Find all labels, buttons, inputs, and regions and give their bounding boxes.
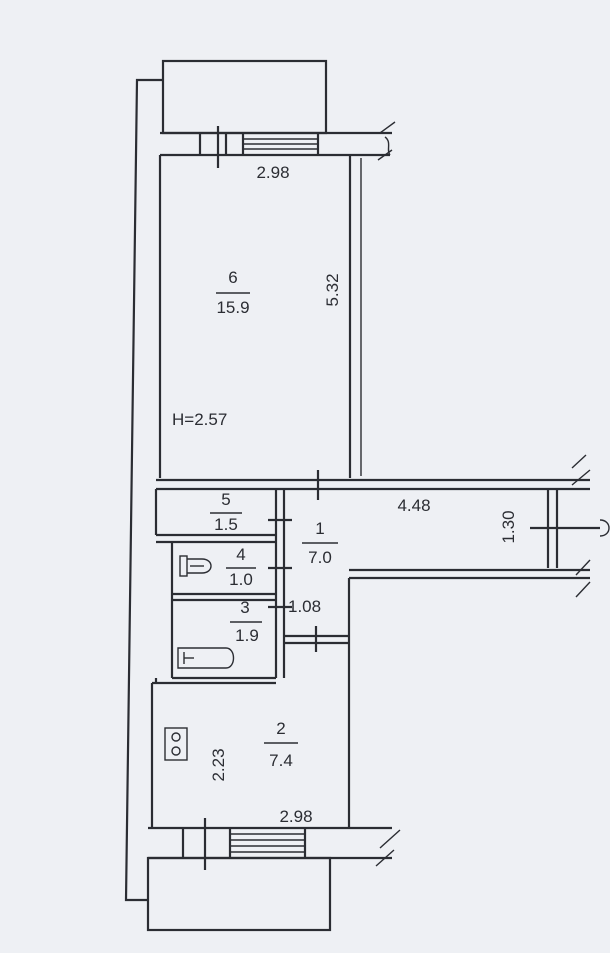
corridor-width: 1.30 [499,510,518,543]
room-4-area: 1.0 [229,570,253,589]
room-2-number: 2 [276,719,285,738]
room-6-area: 15.9 [216,298,249,317]
bathtub-icon [177,647,235,669]
bath-width: 1.08 [288,597,321,616]
room-2-area: 7.4 [269,751,293,770]
room-4-number: 4 [236,545,245,564]
room-5-number: 5 [221,490,230,509]
top-balcony [161,59,328,135]
room-6-length: 5.32 [323,273,342,306]
room-1-area: 7.0 [308,548,332,567]
room-1-number: 1 [315,519,324,538]
kitchen-width: 2.98 [279,807,312,826]
outer-wall-left [124,78,163,902]
ceiling-height: H=2.57 [172,410,227,429]
partition-wall-top [156,454,591,500]
toilet-icon [179,555,212,577]
room-3-area: 1.9 [235,626,259,645]
kitchen-length: 2.23 [209,748,228,781]
top-window [160,121,396,168]
corridor-right [349,489,610,598]
stove-icon [164,727,188,761]
corridor-length: 4.48 [397,496,430,515]
room-3-number: 3 [240,598,249,617]
room-6-number: 6 [228,268,237,287]
room-6-width: 2.98 [256,163,289,182]
bottom-balcony [146,856,332,932]
wet-rooms-outline [154,489,349,680]
room-5-area: 1.5 [214,515,238,534]
kitchen-outline [148,578,401,870]
room-6-outline [158,155,362,478]
